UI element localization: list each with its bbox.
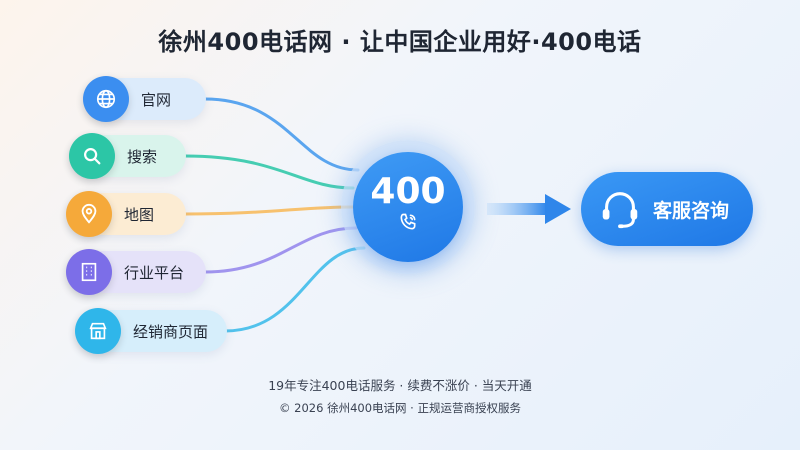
connector-map [183, 205, 355, 216]
channel-label: 行业平台 [124, 263, 185, 282]
hub-400[interactable]: 400 [353, 152, 463, 262]
channel-label: 地图 [124, 205, 155, 224]
phone-icon [398, 212, 418, 236]
channel-label: 经销商页面 [133, 322, 209, 341]
store-icon [75, 308, 121, 354]
headset-icon [597, 186, 643, 236]
channel-dealer[interactable]: 经销商页面 [75, 308, 227, 354]
channel-label: 搜索 [127, 147, 158, 166]
connector-search [183, 154, 355, 190]
channel-map[interactable]: 地图 [66, 191, 186, 237]
footer-copyright: © 2026 徐州400电话网 · 正规运营商授权服务 [279, 401, 521, 415]
service-consult-button[interactable]: 客服咨询 [581, 172, 753, 246]
connector-dealer [223, 246, 366, 333]
channel-platform[interactable]: 行业平台 [66, 249, 206, 295]
page-title: 徐州400电话网 · 让中国企业用好·400电话 [158, 28, 642, 56]
footer-tagline: 19年专注400电话服务 · 续费不涨价 · 当天开通 [268, 378, 532, 393]
service-label: 客服咨询 [653, 199, 730, 222]
channel-search[interactable]: 搜索 [69, 133, 186, 179]
connector-platform [203, 226, 358, 274]
search-icon [69, 133, 115, 179]
channel-official[interactable]: 官网 [83, 76, 206, 122]
map-pin-icon [66, 191, 112, 237]
channel-label: 官网 [141, 90, 172, 109]
globe-icon [83, 76, 129, 122]
hub-number: 400 [370, 171, 446, 212]
connector-official [203, 97, 360, 172]
arrow-right-icon [487, 194, 571, 224]
building-icon [66, 249, 112, 295]
